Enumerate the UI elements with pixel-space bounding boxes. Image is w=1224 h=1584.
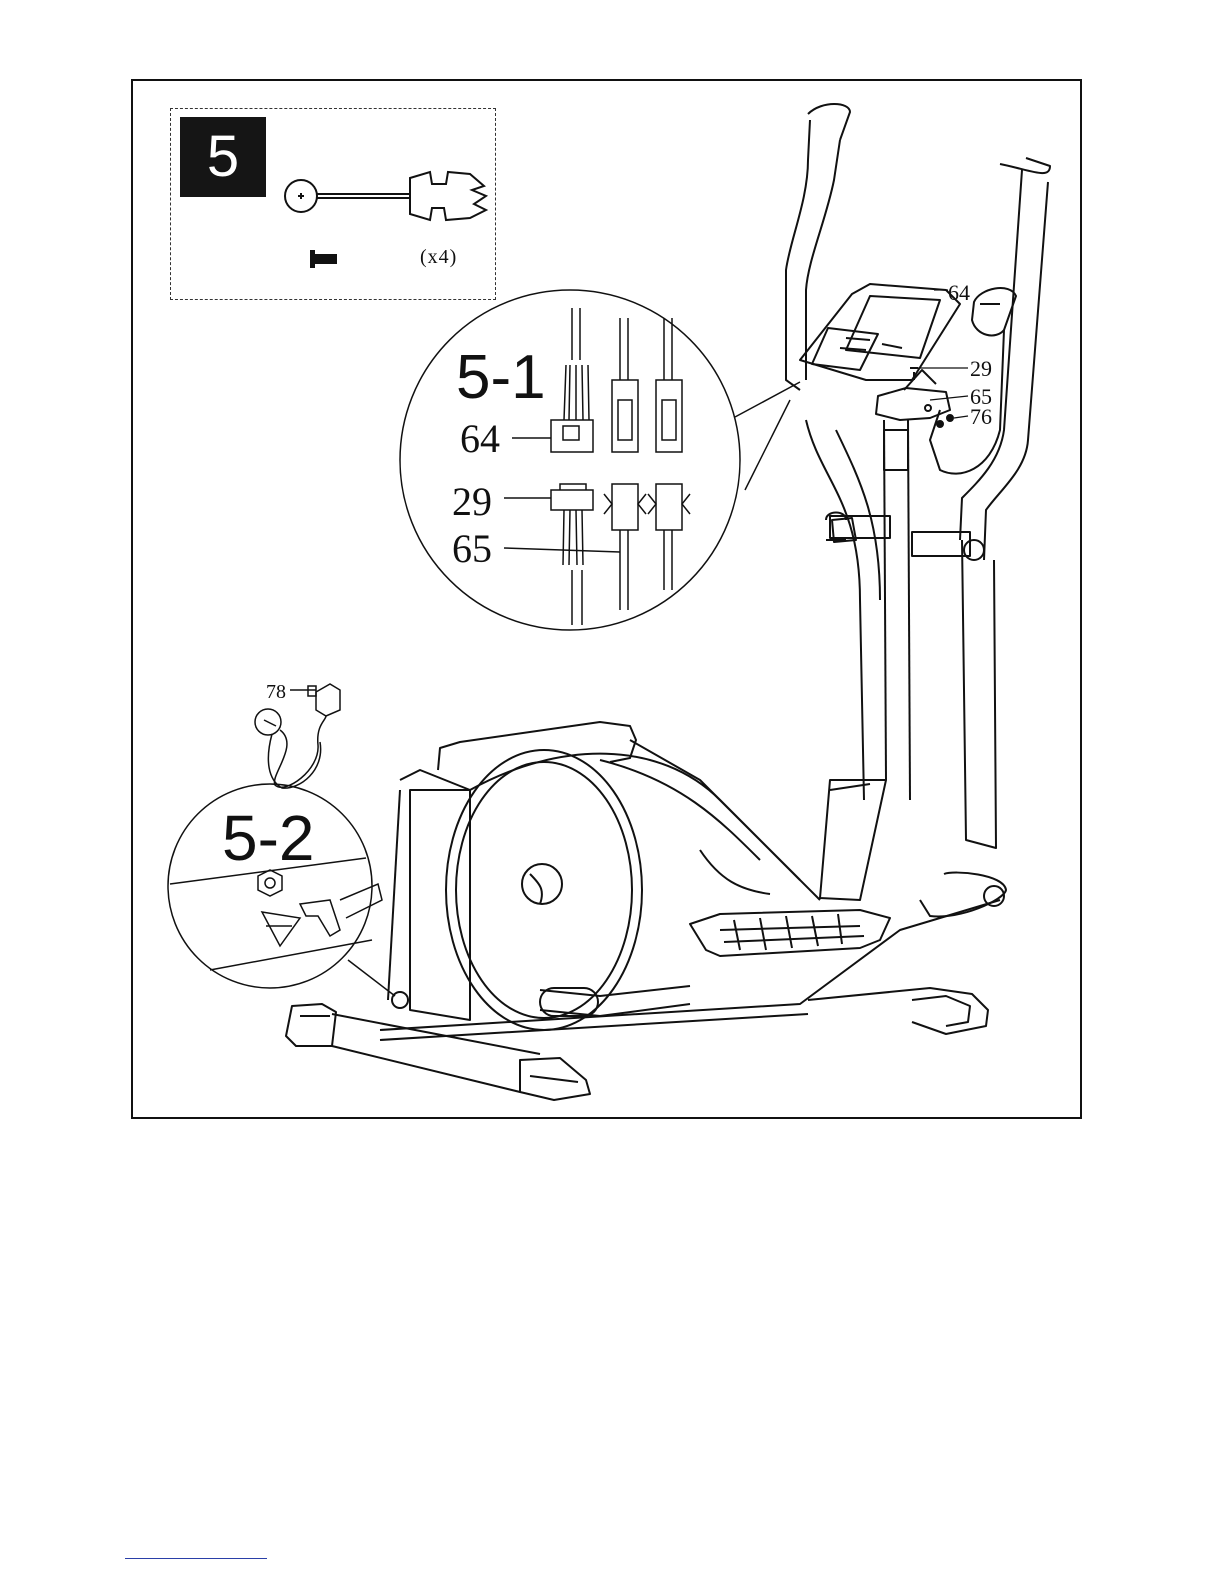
elliptical-trainer-illustration [286,104,1050,1100]
detail-5-1-label-64: 64 [460,416,500,461]
detail-5-1-title: 5-1 [456,343,546,412]
detail-5-1-circle [400,290,740,630]
allen-key-screwdriver-icon [285,172,486,220]
callout-screw: 29 [970,356,992,381]
detail-5-2-title: 5-2 [222,802,315,874]
callout-washer: 76 [970,404,992,429]
detail-5-1-label-65: 65 [452,526,492,571]
footer-rule [125,1558,267,1559]
detail-5-1-label-29: 29 [452,479,492,524]
callout-console: 64 [948,280,970,305]
callout-adapter: 78 [266,681,286,703]
screw-icon [310,250,337,268]
